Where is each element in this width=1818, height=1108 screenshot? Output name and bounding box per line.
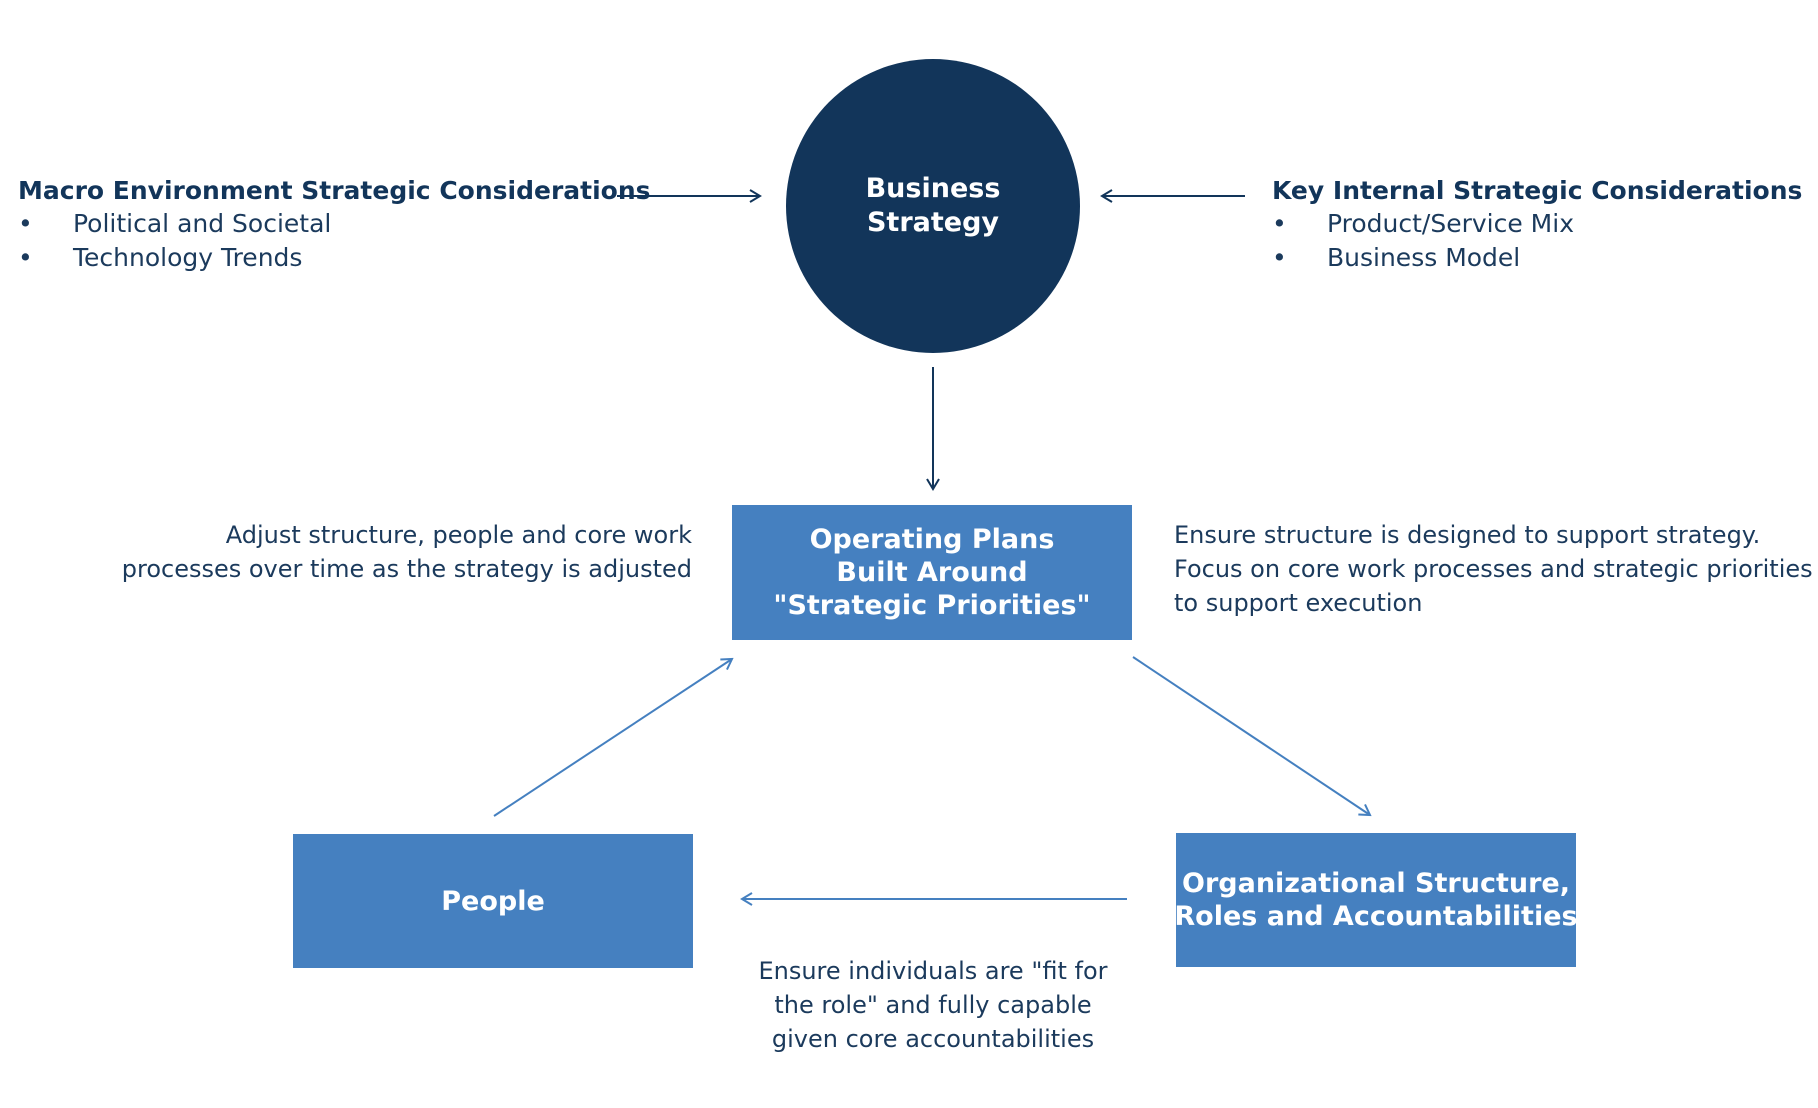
note-adjust-line-2: processes over time as the strategy is a… [121, 555, 692, 583]
list-item: • Technology Trends [18, 241, 651, 275]
arrow-operating-to-org [1132, 656, 1372, 817]
bullet-icon: • [1272, 243, 1287, 272]
people-label: People [441, 885, 545, 917]
bullet-icon: • [18, 209, 33, 238]
note-ensure-structure-line-2: Focus on core work processes and strateg… [1174, 555, 1813, 583]
arrow-people-to-operating [493, 657, 734, 817]
internal-item-product-mix: Product/Service Mix [1327, 209, 1574, 238]
macro-title: Macro Environment Strategic Consideratio… [18, 176, 651, 205]
business-strategy-line-1: Business [865, 173, 1001, 204]
operating-plans-line-1: Operating Plans [809, 524, 1055, 555]
org-structure-node: Organizational Structure, Roles and Acco… [1174, 833, 1578, 967]
operating-plans-node: Operating Plans Built Around "Strategic … [732, 505, 1132, 640]
macro-item-technology: Technology Trends [73, 243, 303, 272]
list-item: • Business Model [1272, 241, 1802, 275]
internal-considerations: Key Internal Strategic Considerations • … [1272, 176, 1802, 275]
bullet-icon: • [18, 243, 33, 272]
macro-list: • Political and Societal • Technology Tr… [18, 207, 651, 275]
note-ensure-individuals: Ensure individuals are "fit for the role… [733, 954, 1133, 1056]
note-ensure-individuals-line-2: the role" and fully capable [774, 991, 1092, 1019]
internal-list: • Product/Service Mix • Business Model [1272, 207, 1802, 275]
macro-item-political: Political and Societal [73, 209, 332, 238]
operating-plans-line-2: Built Around [836, 557, 1028, 588]
note-adjust: Adjust structure, people and core work p… [100, 518, 692, 586]
people-node: People [293, 834, 693, 968]
org-structure-line-2: Roles and Accountabilities [1174, 901, 1578, 932]
note-ensure-structure-line-1: Ensure structure is designed to support … [1174, 521, 1761, 549]
note-ensure-structure-line-3: to support execution [1174, 589, 1423, 617]
business-strategy-line-2: Strategy [866, 207, 1000, 238]
operating-plans-line-3: "Strategic Priorities" [773, 590, 1091, 621]
list-item: • Product/Service Mix [1272, 207, 1802, 241]
note-ensure-structure: Ensure structure is designed to support … [1174, 518, 1813, 620]
list-item: • Political and Societal [18, 207, 651, 241]
org-structure-line-1: Organizational Structure, [1182, 868, 1570, 899]
bullet-icon: • [1272, 209, 1287, 238]
internal-title: Key Internal Strategic Considerations [1272, 176, 1803, 205]
note-ensure-individuals-line-1: Ensure individuals are "fit for [758, 957, 1108, 985]
internal-item-business-model: Business Model [1327, 243, 1521, 272]
note-ensure-individuals-line-3: given core accountabilities [771, 1025, 1095, 1053]
macro-considerations: Macro Environment Strategic Consideratio… [18, 176, 651, 275]
business-strategy-node: Business Strategy [786, 59, 1080, 353]
note-adjust-line-1: Adjust structure, people and core work [225, 521, 692, 549]
